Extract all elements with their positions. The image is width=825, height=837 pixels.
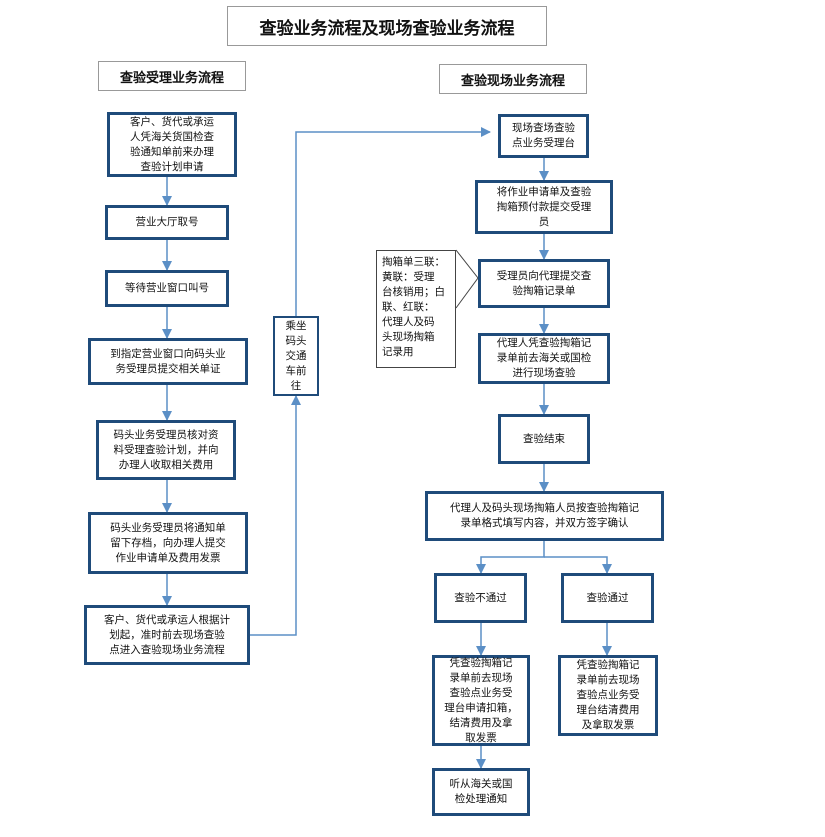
note-connector (455, 249, 479, 309)
step-customer-apply: 客户、货代或承运 人凭海关货国检查 验通知单前来办理 查验计划申请 (107, 112, 237, 177)
arrow-r6-pass (544, 556, 612, 574)
arrow-l7-transport (250, 395, 301, 636)
step-issue-record: 受理员向代理提交查 验掏箱记录单 (478, 259, 610, 308)
step-verify-charge: 码头业务受理员核对资 料受理查验计划，并向 办理人收取相关费用 (96, 420, 236, 480)
step-inspection-end: 查验结束 (498, 414, 590, 464)
step-shuttle-bus: 乘坐 码头 交通 车前 往 (273, 316, 319, 396)
fail-final: 听从海关或国 检处理通知 (432, 768, 530, 816)
step-sign-confirm: 代理人及码头现场掏箱人员按查验掏箱记 录单格式填写内容，并双方签字确认 (425, 491, 664, 541)
step-customs-inspection: 代理人凭查验掏箱记 录单前去海关或国检 进行现场查验 (478, 333, 610, 384)
pass-action: 凭查验掏箱记 录单前去现场 查验点业务受 理台结清费用 及拿取发票 (558, 655, 658, 736)
arrow-transport-r1 (295, 127, 491, 316)
right-section-heading: 查验现场业务流程 (439, 64, 587, 94)
step-site-desk: 现场查场查验 点业务受理台 (498, 114, 589, 158)
step-wait-call: 等待营业窗口叫号 (105, 270, 229, 307)
left-section-heading: 查验受理业务流程 (98, 61, 246, 91)
arrow-r6-fail (476, 541, 545, 574)
result-fail: 查验不通过 (434, 573, 527, 623)
step-file-notice: 码头业务受理员将通知单 留下存档，向办理人提交 作业申请单及费用发票 (88, 512, 248, 574)
step-go-to-site: 客户、货代或承运人根据计 划起，准时前去现场查验 点进入查验现场业务流程 (84, 605, 250, 665)
result-pass: 查验通过 (561, 573, 654, 623)
fail-action: 凭查验掏箱记 录单前去现场 查验点业务受 理台申请扣箱， 结清费用及拿 取发票 (432, 655, 530, 746)
note-form-copies: 掏箱单三联： 黄联：受理 台核销用；白 联、红联： 代理人及码 头现场掏箱 记录… (376, 250, 456, 368)
page-title: 查验业务流程及现场查验业务流程 (227, 6, 547, 46)
step-submit-prepayment: 将作业申请单及查验 掏箱预付款提交受理 员 (475, 180, 613, 234)
step-take-number: 营业大厅取号 (105, 205, 229, 240)
step-submit-documents: 到指定营业窗口向码头业 务受理员提交相关单证 (88, 338, 248, 385)
